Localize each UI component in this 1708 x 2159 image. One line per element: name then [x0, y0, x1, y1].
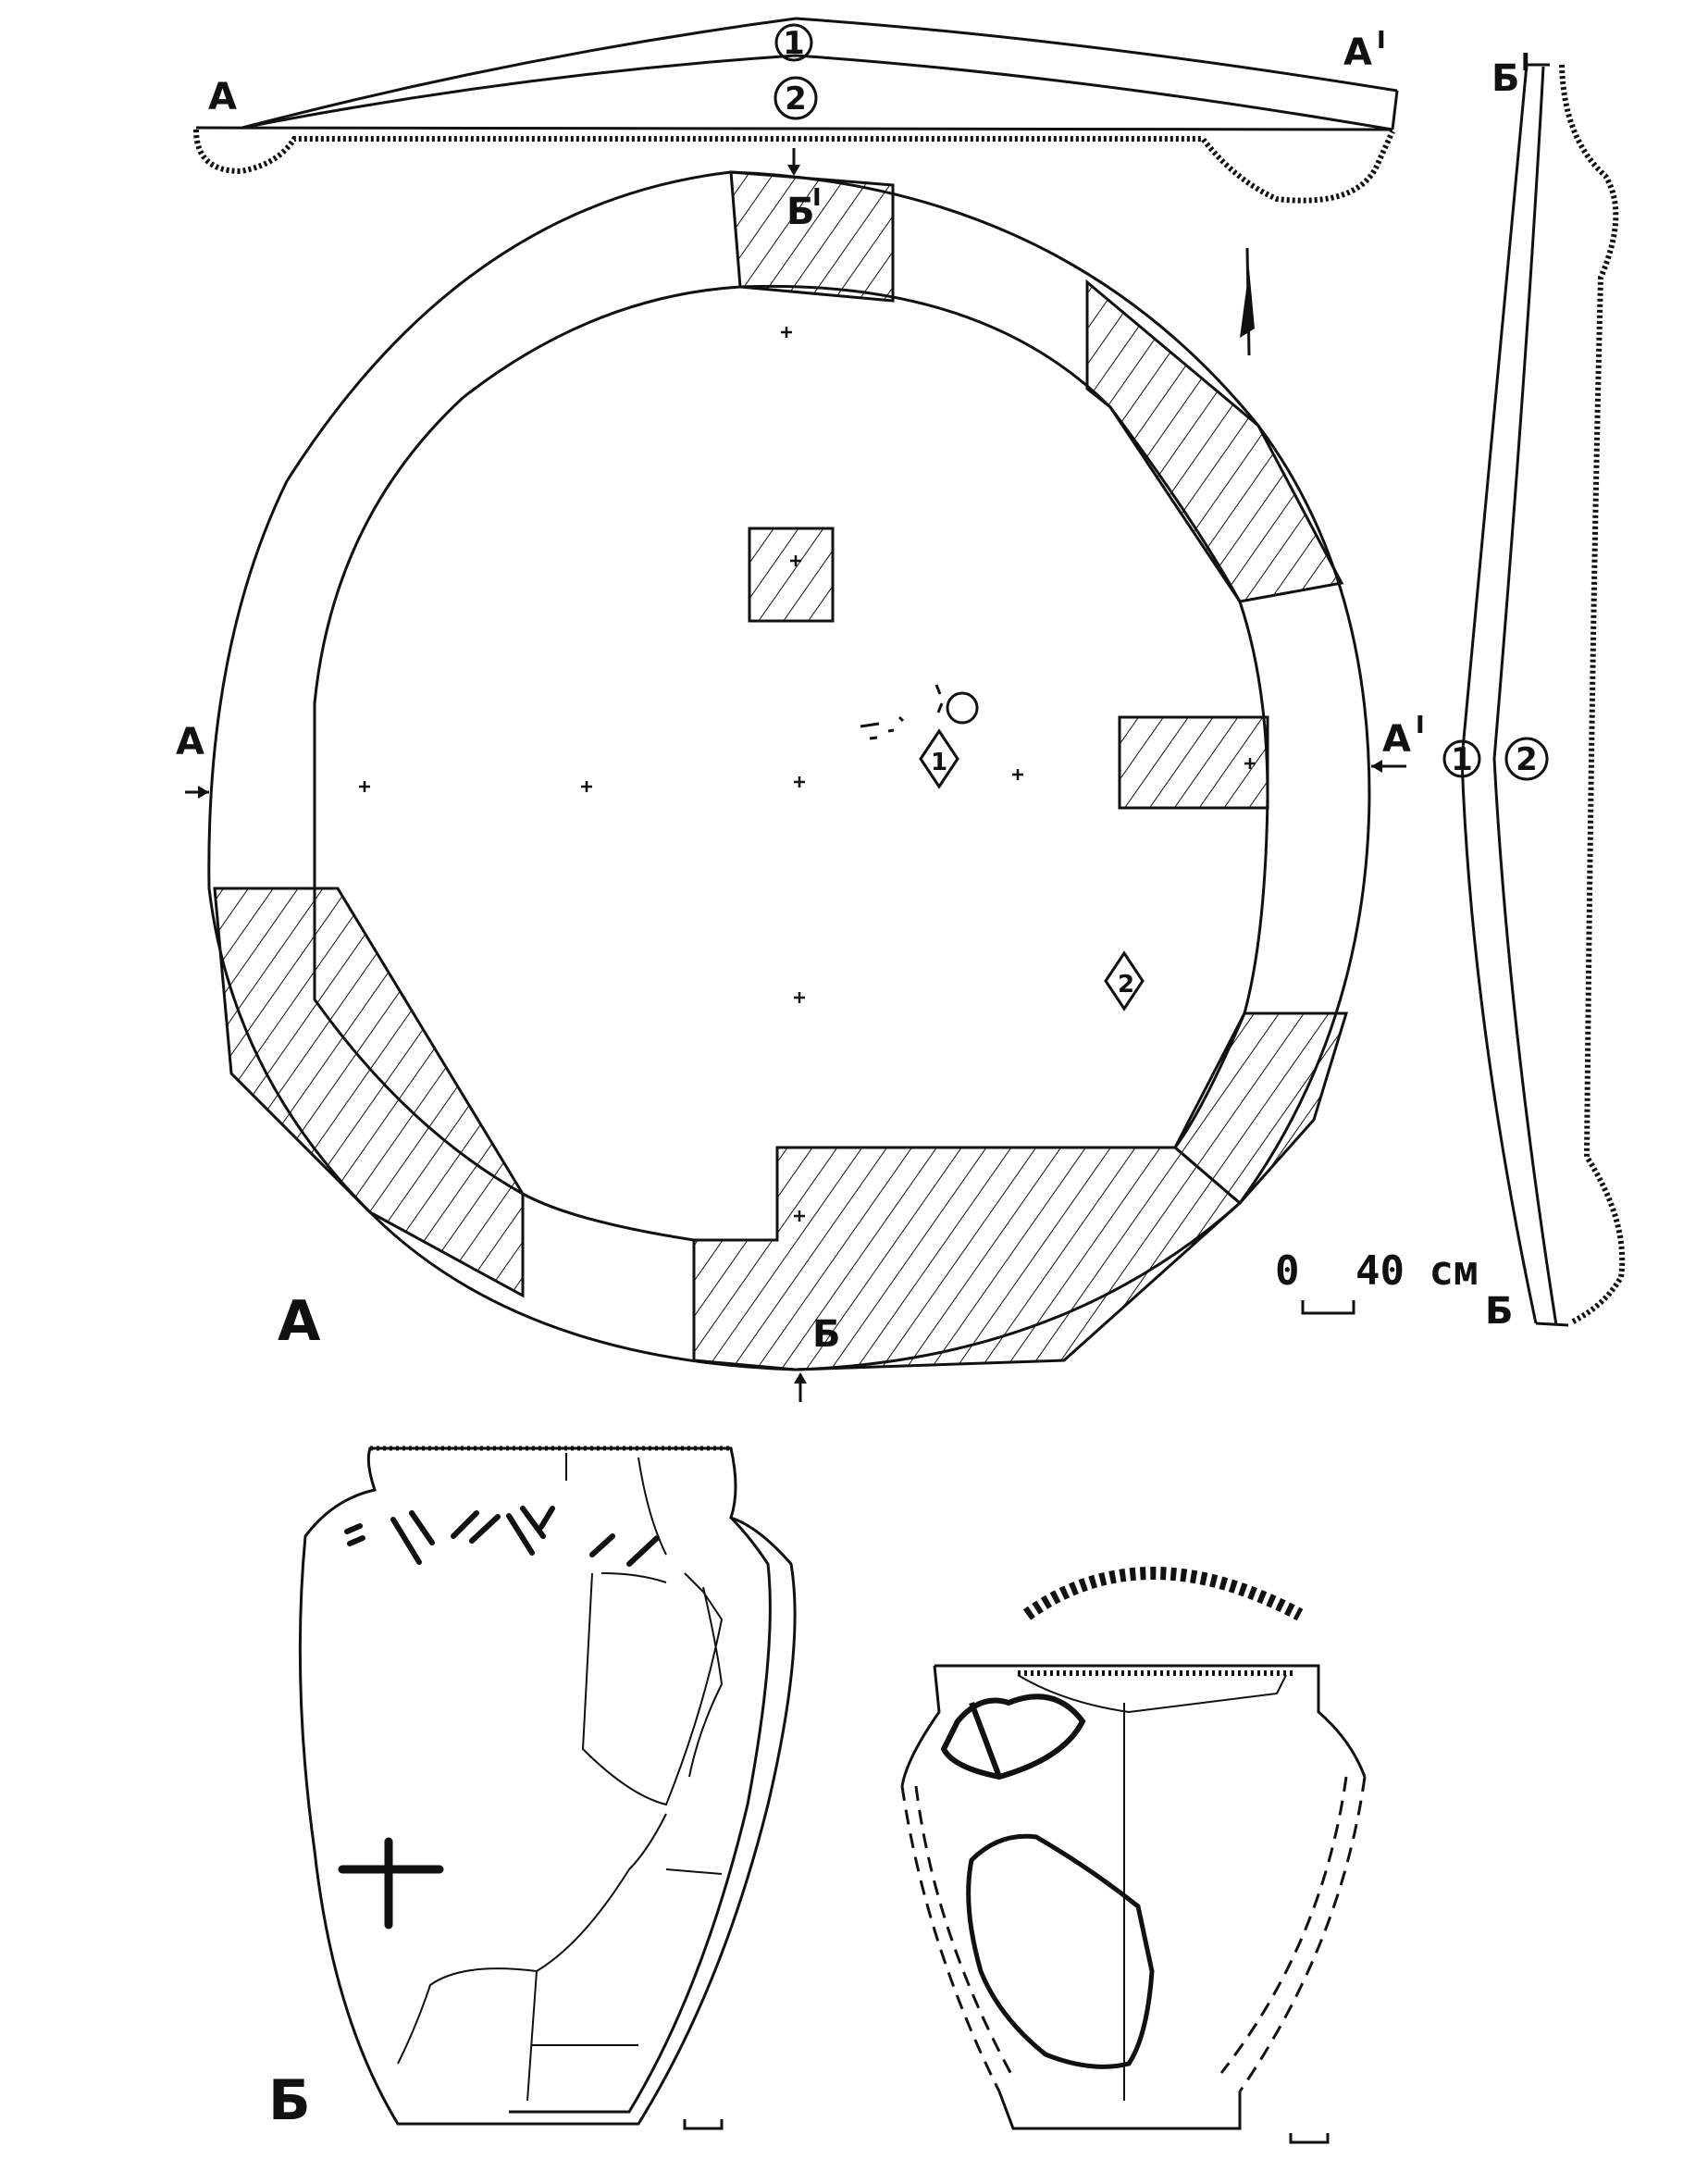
side-profile-top-label: Б — [1491, 57, 1520, 100]
find-2-label: 2 — [1118, 971, 1134, 999]
side-profile-top-prime: I — [1521, 49, 1530, 77]
profile-layer-boundary — [241, 54, 1393, 131]
side-profile-beaded-base — [1559, 64, 1626, 1324]
vessel-1-wall-line — [509, 1516, 772, 2114]
section-arrow-bottom — [794, 1372, 807, 1402]
vessel-1-fracture-lines — [397, 1457, 724, 2102]
layer-2-label: 2 — [785, 81, 807, 118]
profile-floor-line — [195, 126, 1393, 131]
vessel-2-sherd-rim-piece — [1017, 1674, 1287, 1714]
layer-1-label: 1 — [783, 25, 805, 62]
scale-bar-line — [1301, 1300, 1355, 1315]
vessel-2-outline-solid — [900, 1664, 1367, 1787]
vessel-1-drawing: Б — [268, 1446, 797, 2133]
profile-base-beaded — [193, 129, 1395, 204]
vessel-2-sherd-upper — [940, 1694, 1086, 1781]
section-label-b-top-prime: I — [812, 184, 822, 212]
profile-label-right-prime: I — [1377, 27, 1386, 55]
section-label-a-right: А — [1382, 718, 1411, 761]
section-label-a-left: А — [176, 721, 204, 763]
wall-segment-top — [729, 170, 895, 303]
side-profile-section: 1 2 Б I Б — [1442, 49, 1626, 1333]
side-layer-1-label: 1 — [1451, 741, 1473, 778]
vessel-1-scale-tick — [683, 2119, 724, 2130]
north-arrow-icon — [1240, 247, 1255, 356]
section-arrow-top — [787, 148, 800, 176]
side-profile-boundary — [1492, 66, 1558, 1326]
section-label-b-bottom: Б — [812, 1313, 841, 1356]
side-layer-1-marker — [1442, 739, 1481, 778]
vessel-2-base — [997, 2091, 1242, 2130]
vessel-2-scale-tick — [1289, 2133, 1330, 2144]
profile-right-edge — [1391, 90, 1399, 130]
scale-bar-value: 40 см — [1355, 1247, 1478, 1295]
layer-1-marker — [774, 23, 813, 62]
dwelling-plan: 1 2 А А I Б I Б А 0 40 см — [176, 148, 1478, 1402]
wall-segment-southwest — [213, 887, 525, 1298]
profile-label-right: А — [1343, 31, 1372, 74]
vessel-2-drawing — [900, 1567, 1367, 2144]
panel-b-label: Б — [268, 2068, 311, 2133]
find-cluster — [860, 684, 979, 740]
section-label-b-top: Б — [786, 191, 815, 233]
panel-a-label: А — [278, 1289, 321, 1354]
layer-2-marker — [774, 76, 818, 120]
find-1-label: 1 — [931, 749, 947, 776]
side-layer-2-marker — [1504, 737, 1549, 781]
vessel-2-lid-arc — [1022, 1567, 1304, 1621]
vessel-1-incised-pattern — [344, 1506, 660, 1567]
scale-bar-zero: 0 — [1275, 1247, 1300, 1295]
top-profile-section: 1 2 А А I — [193, 17, 1399, 204]
profile-label-left: А — [208, 76, 237, 118]
vessel-1-cross-mark-icon — [338, 1837, 444, 1929]
section-arrow-right — [1371, 760, 1406, 773]
side-profile-outer — [1460, 64, 1538, 1324]
wall-segment-southeast — [1173, 1011, 1349, 1206]
section-arrow-left — [185, 786, 209, 799]
profile-top-surface — [241, 17, 1398, 130]
side-layer-2-label: 2 — [1516, 741, 1538, 778]
vessel-2-sherd-lower — [966, 1833, 1155, 2069]
side-profile-bottom-label: Б — [1485, 1290, 1514, 1333]
find-2-diamond — [1104, 950, 1145, 1011]
vessel-1-outline — [298, 1446, 797, 2126]
wall-segment-northeast — [1085, 279, 1344, 603]
section-label-a-right-prime: I — [1416, 712, 1425, 739]
wall-segment-south — [692, 1146, 1243, 1371]
grid-crosses — [359, 327, 1256, 1222]
plan-hearth-rect — [1118, 715, 1269, 810]
plan-pit-square — [748, 527, 835, 623]
find-1-diamond — [919, 728, 959, 789]
